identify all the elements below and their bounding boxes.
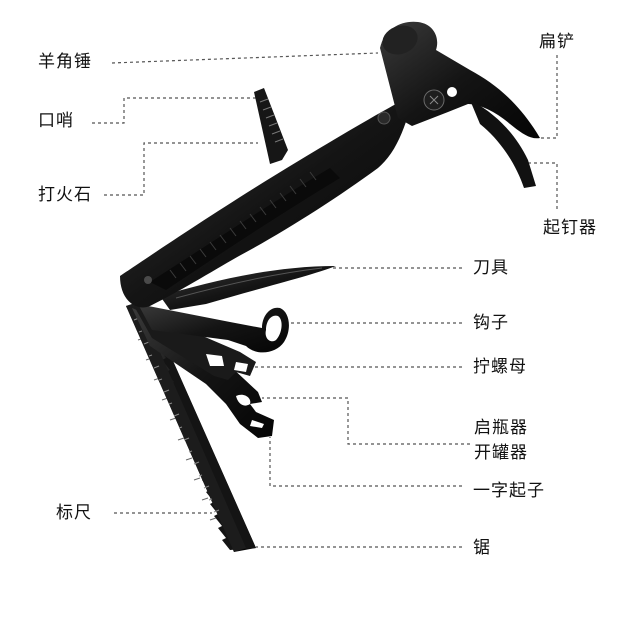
hammer-head: [380, 21, 540, 188]
label-nut-wrench: 拧螺母: [473, 357, 527, 377]
leader-flat-shovel: [541, 55, 558, 139]
label-flat-screwdriver: 一字起子: [473, 481, 545, 501]
leader-flat-screwdriver: [269, 437, 462, 487]
label-ruler: 标尺: [56, 503, 92, 523]
hook-blade: [138, 304, 289, 353]
label-knife: 刀具: [473, 258, 509, 278]
label-whistle: 口哨: [38, 111, 74, 131]
label-hook: 钩子: [473, 313, 509, 333]
label-saw: 锯: [473, 538, 491, 558]
leader-bottle-can-opener: [262, 397, 470, 445]
leader-claw-hammer: [111, 52, 379, 64]
label-can-opener: 开罐器: [474, 443, 528, 463]
label-bottle-opener: 启瓶器: [474, 418, 528, 438]
label-fire-starter: 打火石: [38, 185, 92, 205]
leader-nail-puller: [528, 162, 558, 212]
label-nail-puller: 起钉器: [543, 218, 597, 238]
leader-whistle: [92, 97, 258, 124]
handle: [120, 104, 408, 308]
knife-blade: [160, 266, 336, 310]
ruler-blade: [126, 302, 246, 552]
label-claw-hammer: 羊角锤: [38, 52, 92, 72]
leader-lines: [92, 52, 558, 548]
label-flat-shovel: 扁铲: [539, 32, 575, 52]
fire-starter-rod: [254, 88, 288, 164]
leader-fire-starter: [104, 142, 258, 196]
